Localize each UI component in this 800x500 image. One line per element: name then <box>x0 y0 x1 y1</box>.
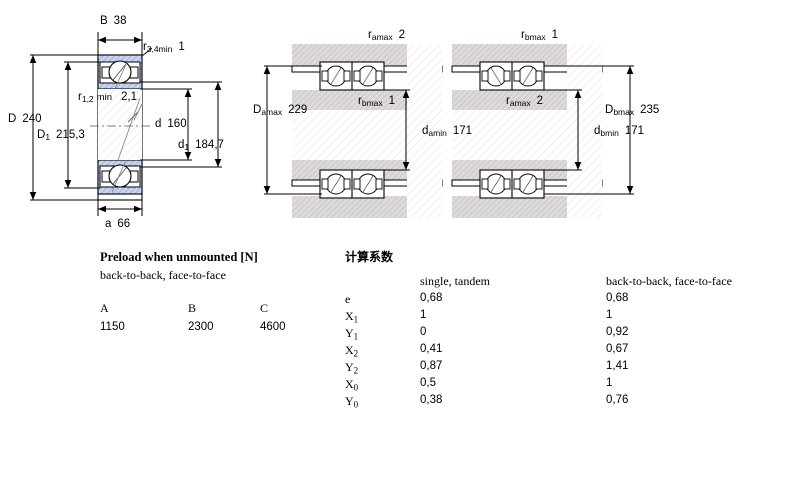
factors-row-label-subscript: 2 <box>353 365 359 376</box>
factors-value-btb-ftf: 0,67 <box>606 343 629 355</box>
dim-D <box>29 54 100 201</box>
factors-row-label: Y2 <box>345 360 359 376</box>
factors-row-label: Y0 <box>345 394 359 410</box>
factors-value-btb-ftf: 0,76 <box>606 394 629 406</box>
factors-value-single-tandem: 0,5 <box>420 377 436 389</box>
preload-table: Preload when unmounted [N] back-to-back,… <box>100 250 330 339</box>
factors-table-row: Y0 0,38 0,76 <box>345 394 765 411</box>
dim-dbmin <box>544 89 582 171</box>
dim-damin <box>384 89 410 171</box>
preload-header-B: B <box>188 301 197 315</box>
factors-value-single-tandem: 1 <box>420 309 427 321</box>
bearing-pair-upper-btb <box>319 61 385 91</box>
section-hatch-middle <box>98 89 143 161</box>
factors-value-single-tandem: 0,68 <box>420 292 443 304</box>
bearing-pair-upper-ftf <box>479 61 545 91</box>
factors-value-single-tandem: 0,87 <box>420 360 443 372</box>
factors-table-row: X0 0,5 1 <box>345 377 765 394</box>
factors-row-label-subscript: 1 <box>353 314 359 325</box>
factors-value-btb-ftf: 1 <box>606 309 613 321</box>
right-view-geometry <box>451 44 634 218</box>
factors-header-single-tandem: single, tandem <box>420 274 490 288</box>
factors-row-label-subscript: 0 <box>353 399 359 410</box>
factors-value-btb-ftf: 0,92 <box>606 326 629 338</box>
factors-value-single-tandem: 0,41 <box>420 343 443 355</box>
leader-r34min <box>141 47 153 57</box>
preload-table-value-row: 1150 2300 4600 <box>100 321 330 339</box>
lower-bearing-ring <box>97 154 143 195</box>
middle-view-geometry <box>263 44 443 218</box>
factors-row-label: Y1 <box>345 326 359 342</box>
factors-header-btb-ftf: back-to-back, face-to-face <box>606 274 732 288</box>
factors-row-label: X0 <box>345 377 359 393</box>
factors-row-label-subscript: 1 <box>353 331 359 342</box>
preload-value-C: 4600 <box>260 321 286 333</box>
factors-row-label-subscript: 2 <box>353 348 359 359</box>
factors-row-label: e <box>345 292 351 306</box>
factors-row-label: X2 <box>345 343 359 359</box>
factors-table-row: Y2 0,87 1,41 <box>345 360 765 377</box>
factors-row-label-subscript: 0 <box>353 382 359 393</box>
factors-value-btb-ftf: 1,41 <box>606 360 629 372</box>
dim-Dbmax <box>544 65 634 195</box>
preload-value-A: 1150 <box>100 321 125 333</box>
dim-Damax <box>263 65 322 195</box>
preload-table-header-row: A B C <box>100 301 330 319</box>
bearing-pair-lower-ftf <box>479 169 545 199</box>
factors-table-row: e 0,68 0,68 <box>345 292 765 309</box>
preload-table-title: Preload when unmounted [N] <box>100 250 258 264</box>
upper-bearing-ring <box>97 54 143 94</box>
factors-value-single-tandem: 0 <box>420 326 427 338</box>
factors-table-row: X2 0,41 0,67 <box>345 343 765 360</box>
factors-value-single-tandem: 0,38 <box>420 394 443 406</box>
factors-table-header-row: single, tandem back-to-back, face-to-fac… <box>345 274 765 290</box>
factors-table-title: 计算系数 <box>345 250 394 264</box>
factors-value-btb-ftf: 0,68 <box>606 292 629 304</box>
preload-table-subtitle: back-to-back, face-to-face <box>100 268 226 282</box>
left-view-geometry <box>29 32 222 216</box>
dim-d <box>140 88 192 161</box>
factors-table-row: Y1 0 0,92 <box>345 326 765 343</box>
bearing-pair-lower-btb <box>319 169 385 199</box>
factors-row-label: X1 <box>345 309 359 325</box>
leader-r12min <box>127 111 139 123</box>
preload-header-C: C <box>260 301 269 315</box>
dim-B <box>97 32 143 58</box>
factors-value-btb-ftf: 1 <box>606 377 613 389</box>
preload-header-A: A <box>100 301 109 315</box>
factors-table: 计算系数 single, tandem back-to-back, face-t… <box>345 248 765 411</box>
dim-d1 <box>140 81 222 168</box>
dim-a <box>97 196 143 216</box>
preload-value-B: 2300 <box>188 321 214 333</box>
dim-D1 <box>64 61 100 189</box>
